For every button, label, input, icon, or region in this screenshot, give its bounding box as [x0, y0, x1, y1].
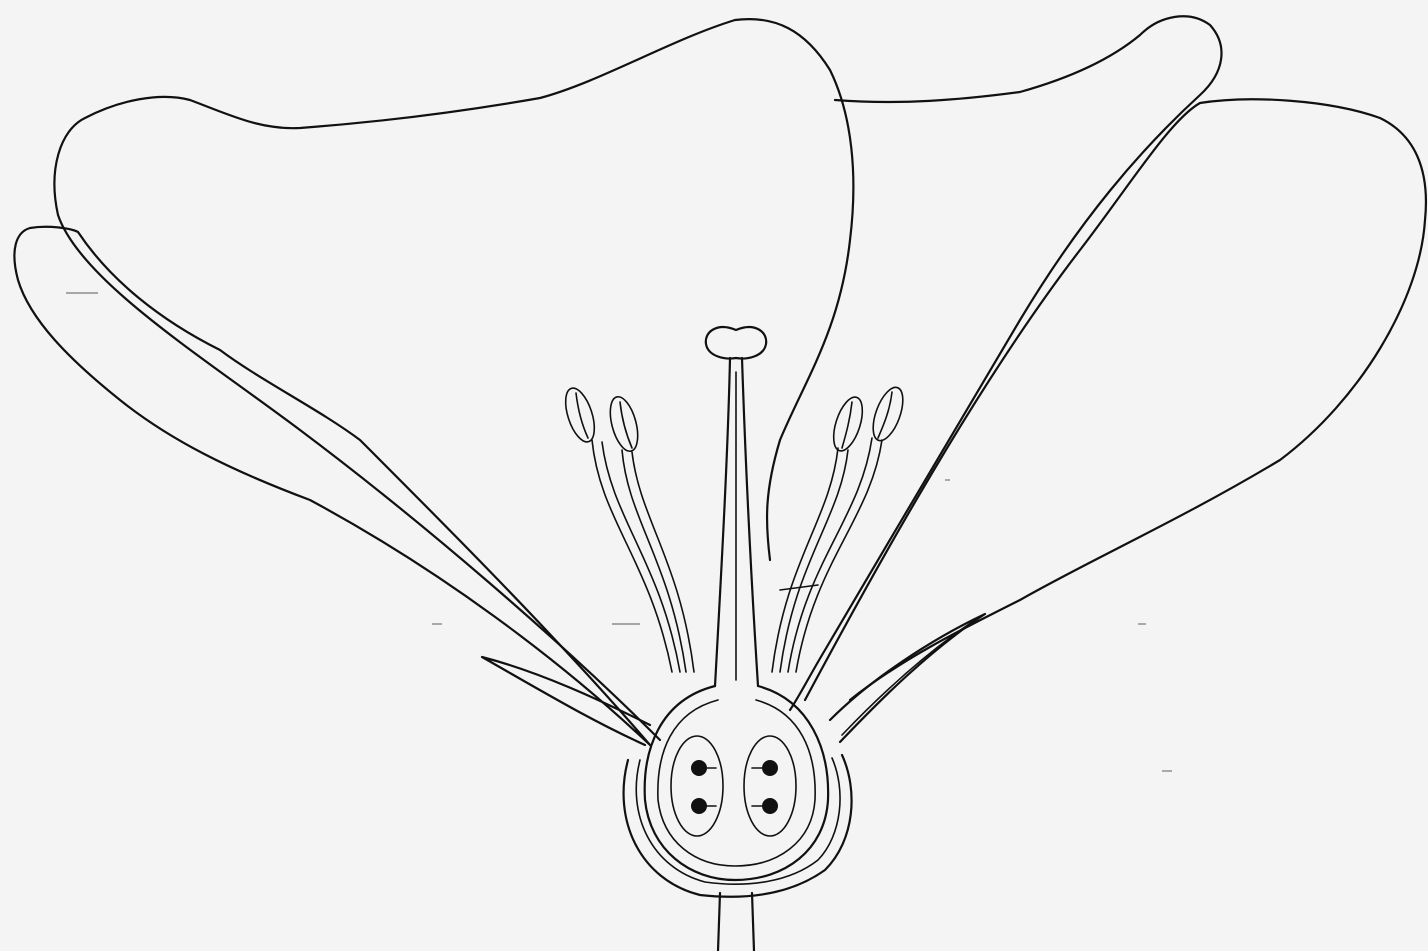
ovule [691, 760, 707, 776]
filament [602, 442, 680, 672]
filament [772, 448, 838, 672]
style-right [742, 358, 758, 686]
petal-right [805, 99, 1426, 700]
stamens [560, 384, 909, 672]
ovule [762, 798, 778, 814]
petal-back-left [54, 19, 853, 740]
pedicel-right [752, 893, 754, 951]
stamen-right-inner [772, 394, 868, 672]
filament [632, 452, 694, 672]
sepals [482, 614, 985, 745]
style-left [715, 358, 730, 686]
receptacle-outer [624, 755, 852, 897]
locule-left [671, 736, 723, 836]
locule-right [744, 736, 796, 836]
petals [14, 16, 1426, 745]
locules [671, 736, 796, 836]
stamen-left-inner [605, 394, 694, 672]
stamen-right-outer [788, 384, 909, 672]
filament [592, 440, 672, 672]
petal-front-left [14, 227, 650, 745]
filament [622, 450, 686, 672]
ovule [762, 760, 778, 776]
stamen-left-outer [560, 385, 680, 672]
pedicel-left [718, 893, 720, 951]
anther-line [842, 402, 852, 448]
anther-line [878, 392, 892, 438]
ovule [691, 798, 707, 814]
stigma [706, 327, 766, 358]
ovary-wall-outer [645, 686, 828, 880]
filament [788, 438, 872, 672]
ovules [691, 760, 778, 814]
ovary-wall-inner [658, 700, 815, 866]
